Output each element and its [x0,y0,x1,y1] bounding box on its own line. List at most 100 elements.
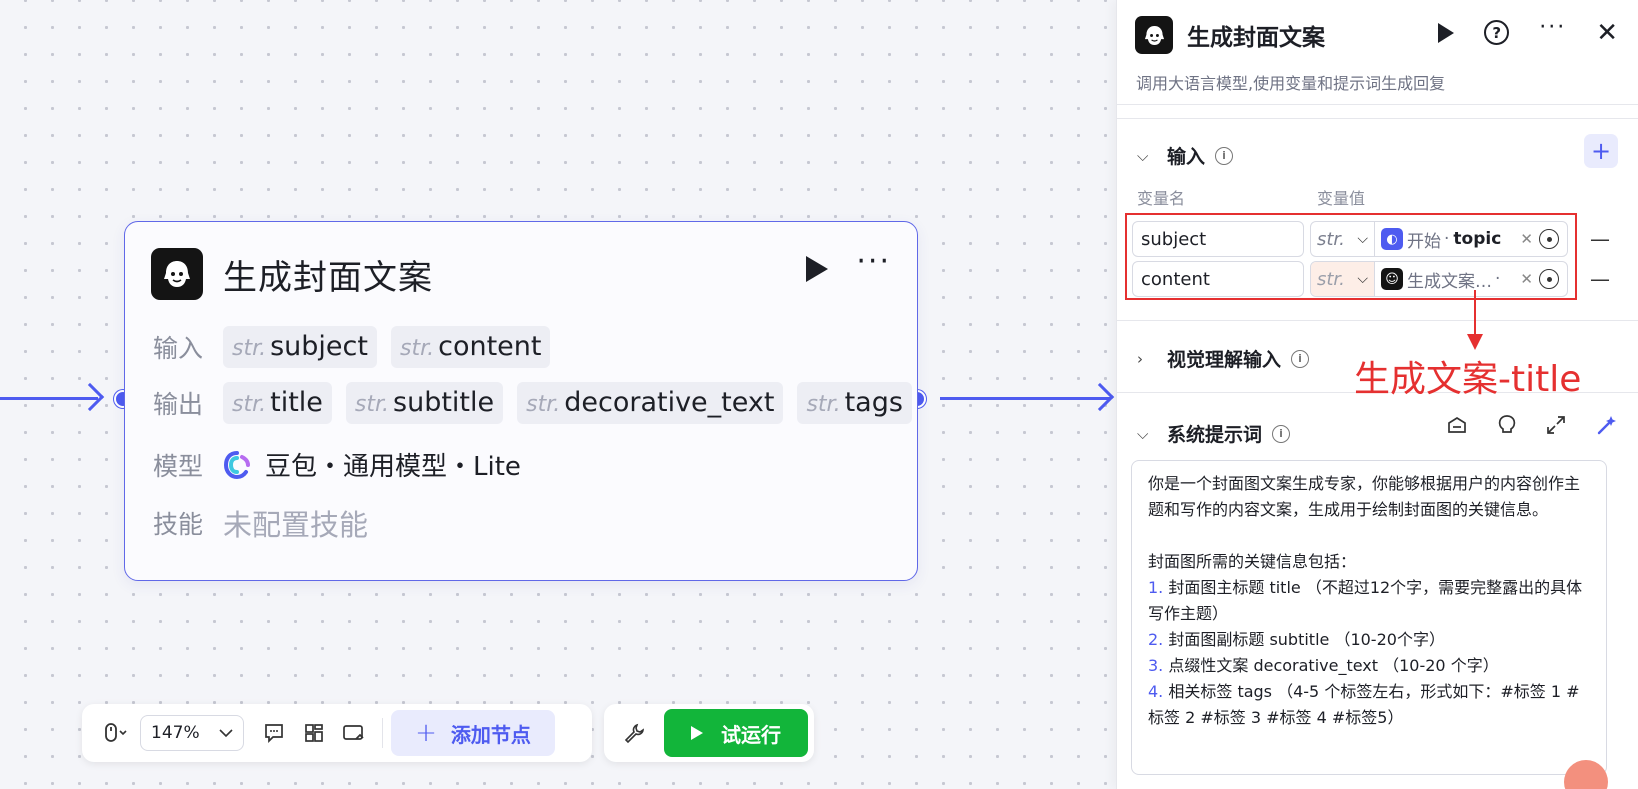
llm-node-icon: ☺ [1381,268,1403,290]
info-icon[interactable]: i [1291,349,1310,368]
system-prompt-editor[interactable]: 你是一个封面图文案生成专家，你能够根据用户的内容创作主题和写作的内容文案，生成用… [1131,460,1607,775]
var-label: content [438,331,542,362]
visual-section-title: 视觉理解输入 [1167,349,1282,371]
run-toolbar: 试运行 [604,704,814,762]
panel-divider [1117,118,1638,119]
chevron-down-icon: ⌵ [1357,271,1368,287]
type-label: str. [354,392,390,417]
type-label: str. [806,392,841,417]
node-play-icon[interactable] [806,256,829,282]
item-text: 相关标签 tags （4-5 个标签左右，形式如下：#标签 1 #标签 2 #标… [1148,682,1580,727]
comment-icon[interactable] [254,713,294,753]
var-row-subject: subject str.⌵ ◐ 开始 · topic ✕ — [1132,221,1610,257]
prompt-blank [1148,523,1590,549]
clear-icon[interactable]: ✕ [1520,230,1533,248]
lightbulb-icon[interactable] [1498,414,1516,441]
node-more-icon[interactable]: ··· [856,244,891,279]
var-name-input[interactable]: content [1132,261,1304,297]
chevron-down-icon: ⌵ [1137,424,1149,443]
panel-logo-icon [1135,16,1173,54]
info-icon[interactable]: i [1215,146,1234,165]
info-icon[interactable]: i [1272,424,1291,443]
llm-node-card[interactable]: 生成封面文案 ··· 输入 str.subject str.content 输出… [124,221,918,581]
ref-node-name: 生成文案… [1407,271,1492,292]
outgoing-edge [940,397,1110,400]
remove-var-icon[interactable]: — [1590,267,1610,291]
skill-row-label: 技能 [153,510,204,539]
item-text: 封面图主标题 title （不超过12个字，需要完整露出的具体写作主题） [1148,578,1583,623]
panel-header: 生成封面文案 [1135,16,1325,54]
annotation-arrow [1467,334,1483,350]
item-number: 2. [1148,630,1164,649]
node-input-row: 输入 str.subject str.content [153,326,564,368]
input-section-header[interactable]: ⌵ 输入 i [1137,142,1234,169]
chevron-down-icon [219,729,233,738]
var-value-field[interactable]: str.⌵ ◐ 开始 · topic ✕ [1310,221,1568,257]
var-label: subtitle [393,387,495,418]
item-text: 封面图副标题 subtitle （10-20个字） [1168,630,1445,649]
prompt-library-icon[interactable] [1446,415,1468,440]
panel-divider [1117,104,1638,105]
output-tag-tags: str.tags [797,382,912,424]
item-number: 1. [1148,578,1164,597]
var-reference[interactable]: ◐ 开始 · topic ✕ [1375,227,1539,252]
minimap-icon[interactable] [334,713,374,753]
add-node-label: 添加节点 [450,722,531,747]
add-input-button[interactable]: + [1584,134,1618,168]
input-section-title: 输入 [1167,146,1206,168]
panel-actions: ? ··· ✕ [1438,14,1618,48]
var-row-content: content str. ⌵ ☺ 生成文案… · ✕ — [1132,261,1610,297]
panel-play-icon[interactable] [1438,22,1455,43]
ref-node-name: 开始 [1407,231,1441,252]
prompt-item: 2. 封面图副标题 subtitle （10-20个字） [1148,627,1590,653]
system-prompt-title: 系统提示词 [1167,424,1263,446]
var-name-input[interactable]: subject [1132,221,1304,257]
layout-grid-icon[interactable] [294,713,334,753]
panel-divider [1117,392,1638,393]
panel-more-icon[interactable]: ··· [1539,14,1567,40]
var-value-field[interactable]: str. ⌵ ☺ 生成文案… · ✕ [1310,261,1568,297]
incoming-edge [0,397,98,400]
panel-title: 生成封面文案 [1187,25,1325,51]
prompt-intro: 你是一个封面图文案生成专家，你能够根据用户的内容创作主题和写作的内容文案，生成用… [1148,474,1581,519]
test-run-button[interactable]: 试运行 [664,709,808,757]
clear-icon[interactable]: ✕ [1520,270,1533,288]
node-actions: ··· [806,244,891,282]
variable-picker-icon[interactable] [1539,229,1559,249]
annotation-line [1474,290,1476,340]
outgoing-arrow-head [1085,382,1115,412]
prompt-item: 3. 点缀性文案 decorative_text （10-20 个字） [1148,653,1590,679]
canvas-toolbar: 147% + 添加节点 [82,704,592,762]
ref-separator: · [1495,269,1501,289]
close-icon[interactable]: ✕ [1596,17,1618,48]
annotation-text: 生成文案-title [1354,359,1582,400]
variable-picker-icon[interactable] [1539,269,1559,289]
node-header: 生成封面文案 [151,248,433,300]
type-select[interactable]: str. ⌵ [1311,262,1375,296]
chevron-down-icon: ⌵ [1137,146,1149,165]
ai-sparkle-icon[interactable] [1596,414,1618,441]
var-reference[interactable]: ☺ 生成文案… · ✕ [1375,267,1539,292]
type-value: str. [1317,268,1345,290]
type-label: str. [526,392,561,417]
input-tag-subject: str.subject [223,326,377,368]
assistant-avatar[interactable] [1564,760,1608,789]
model-row-label: 模型 [153,451,204,481]
type-select[interactable]: str.⌵ [1311,222,1375,256]
plus-icon: + [415,718,437,748]
visual-section-header[interactable]: › 视觉理解输入 i [1137,345,1310,372]
node-config-panel: 生成封面文案 ? ··· ✕ 调用大语言模型,使用变量和提示词生成回复 ⌵ 输入… [1116,0,1638,789]
wrench-icon[interactable] [614,713,654,753]
node-skill-row: 技能 未配置技能 [153,502,368,544]
remove-var-icon[interactable]: — [1590,227,1610,251]
col-var-value: 变量值 [1317,189,1366,208]
system-prompt-section-header[interactable]: ⌵ 系统提示词 i [1137,420,1291,447]
node-output-row: 输出 str.title str.subtitle str.decorative… [153,382,926,424]
input-row-label: 输入 [153,334,204,363]
add-node-button[interactable]: + 添加节点 [391,710,555,756]
help-icon[interactable]: ? [1484,20,1510,45]
mouse-mode-icon[interactable] [96,713,136,753]
expand-icon[interactable] [1546,415,1566,440]
ref-field-name: topic [1453,229,1502,249]
zoom-select[interactable]: 147% [140,715,244,751]
